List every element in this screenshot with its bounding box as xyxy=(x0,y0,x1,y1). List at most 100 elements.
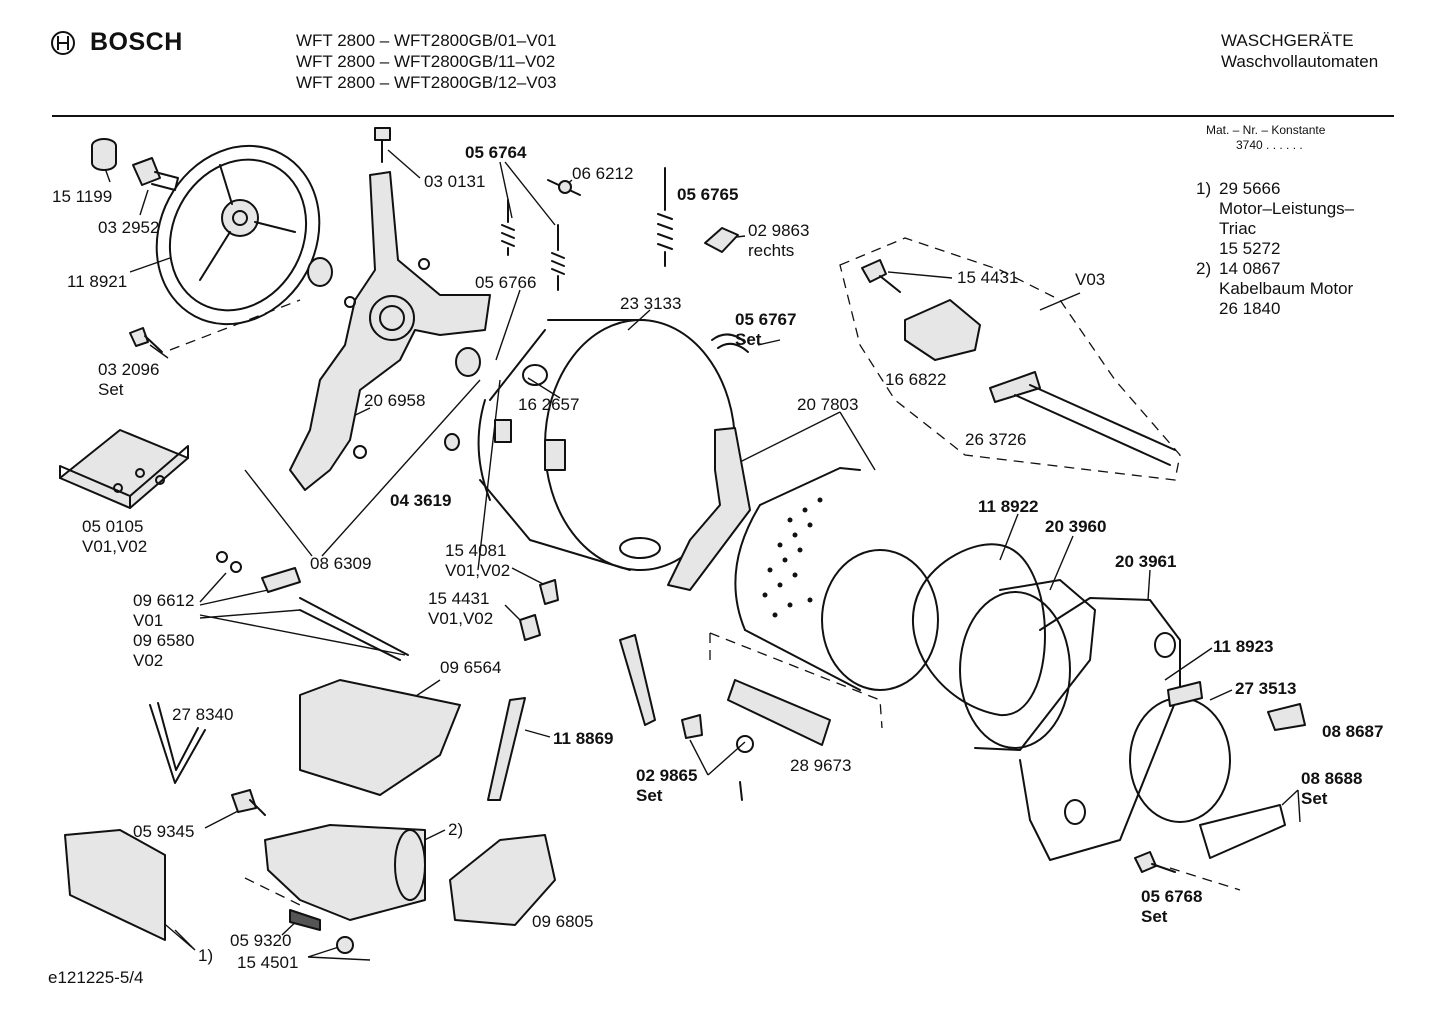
note-line: Motor–Leistungs– xyxy=(1219,199,1355,218)
part-label: 20 7803 xyxy=(797,395,858,414)
part-label: 05 9320 xyxy=(230,931,291,950)
part-label-line: 03 2096 xyxy=(98,360,159,379)
part-label-line: 05 0105 xyxy=(82,517,143,536)
part-label: 2) xyxy=(448,820,463,839)
part-label: 27 8340 xyxy=(172,705,233,724)
part-label: 05 6766 xyxy=(475,273,536,292)
part-label-line: 20 3961 xyxy=(1115,552,1176,571)
note-item: 1) 29 5666 Motor–Leistungs– Triac 15 527… xyxy=(1196,179,1354,259)
part-label-line: Set xyxy=(636,786,663,805)
part-label-line: 05 6768 xyxy=(1141,887,1202,906)
bosch-armature-icon xyxy=(51,30,75,55)
part-label: 11 8923 xyxy=(1213,637,1274,656)
part-label-line: 05 6765 xyxy=(677,185,738,204)
pulley-wheel-icon xyxy=(155,144,321,326)
part-label: 16 6822 xyxy=(885,370,946,389)
note-line: 15 5272 xyxy=(1219,239,1281,258)
part-label: 11 8921 xyxy=(67,272,127,291)
part-label-line: Set xyxy=(98,380,124,399)
part-label: 09 6564 xyxy=(440,658,501,677)
valve-icon xyxy=(681,714,703,739)
spring-clip-icon xyxy=(547,179,581,196)
shock-absorber-icon xyxy=(619,634,656,726)
motor-icon xyxy=(264,824,426,954)
part-label: 05 6765 xyxy=(677,185,738,204)
drain-pump-icon xyxy=(449,834,556,926)
model-line: WFT 2800 – WFT2800GB/11–V02 xyxy=(296,52,556,71)
part-label-line: 05 6764 xyxy=(465,143,527,162)
part-label-line: 15 4501 xyxy=(237,953,298,972)
part-label-line: 27 8340 xyxy=(172,705,233,724)
bearing-icon xyxy=(307,257,333,287)
model-line: WFT 2800 – WFT2800GB/12–V03 xyxy=(296,73,557,92)
part-label-line: 05 9345 xyxy=(133,822,194,841)
part-label-line: V02 xyxy=(133,651,163,670)
part-label-line: 05 6766 xyxy=(475,273,536,292)
part-label-line: V03 xyxy=(1075,270,1105,289)
part-label-line: V01,V02 xyxy=(445,561,510,580)
mat-nr-block: Mat. – Nr. – Konstante 3740 . . . . . . xyxy=(1206,123,1325,153)
part-label-line: rechts xyxy=(748,241,794,260)
bearing-icon xyxy=(455,347,481,377)
note-line: 14 0867 xyxy=(1219,259,1281,278)
part-label: 23 3133 xyxy=(620,294,681,313)
part-label: 08 8687 xyxy=(1322,722,1383,741)
category-line: WASCHGERÄTE xyxy=(1221,31,1354,50)
note-number: 2) xyxy=(1196,259,1212,278)
drum-support-arm-icon xyxy=(667,427,751,591)
part-label-line: Set xyxy=(1141,907,1168,926)
leader-lines xyxy=(101,149,1301,961)
note-number: 1) xyxy=(1196,179,1212,198)
hook-icon xyxy=(704,227,739,253)
category-heading: WASCHGERÄTE Waschvollautomaten xyxy=(1221,30,1378,72)
part-label-line: 09 6580 xyxy=(133,631,194,650)
part-label-line: 02 9865 xyxy=(636,766,697,785)
model-line: WFT 2800 – WFT2800GB/01–V01 xyxy=(296,31,557,50)
part-label: 03 2952 xyxy=(98,218,159,237)
part-label-line: 20 3960 xyxy=(1045,517,1106,536)
part-label: 26 3726 xyxy=(965,430,1026,449)
notes-block: 1) 29 5666 Motor–Leistungs– Triac 15 527… xyxy=(1196,179,1354,319)
part-label: 20 6958 xyxy=(364,391,425,410)
part-label-line: 11 8922 xyxy=(978,497,1039,516)
electronic-module-icon xyxy=(64,829,166,941)
drum-spider-bracket-icon xyxy=(289,171,491,491)
note-item: 2) 14 0867 Kabelbaum Motor 26 1840 xyxy=(1196,259,1354,319)
part-label: 16 2657 xyxy=(518,395,579,414)
bolt-icon xyxy=(374,127,391,163)
part-label-line: V01 xyxy=(133,611,163,630)
part-label-line: 15 1199 xyxy=(52,187,112,206)
hinge-icon xyxy=(1167,681,1203,707)
part-label-line: 11 8921 xyxy=(67,272,127,291)
bushing-icon xyxy=(91,138,117,171)
shock-absorber-icon xyxy=(487,697,526,801)
model-list: WFT 2800 – WFT2800GB/01–V01 WFT 2800 – W… xyxy=(296,30,556,93)
part-label: 05 6764 xyxy=(465,143,527,162)
note-line: Kabelbaum Motor xyxy=(1219,279,1354,298)
part-label-line: Set xyxy=(735,330,762,349)
part-label-line: 20 7803 xyxy=(797,395,858,414)
spring-icon xyxy=(551,224,565,291)
part-label-line: 11 8923 xyxy=(1213,637,1274,656)
part-label-line: V01,V02 xyxy=(428,609,493,628)
part-label-line: 20 6958 xyxy=(364,391,425,410)
tub-front-icon xyxy=(959,579,1096,751)
seal-icon xyxy=(444,433,460,451)
sensor-icon xyxy=(861,259,901,293)
part-label-line: 08 8687 xyxy=(1322,722,1383,741)
part-label-line: 02 9863 xyxy=(748,221,809,240)
category-line: Waschvollautomaten xyxy=(1221,52,1379,71)
pump-hose-icon xyxy=(727,679,831,753)
part-label: 08 6309 xyxy=(310,554,371,573)
part-label-line: 1) xyxy=(198,946,213,965)
part-label: 05 9345 xyxy=(133,822,194,841)
door-handle-icon xyxy=(1267,703,1306,731)
